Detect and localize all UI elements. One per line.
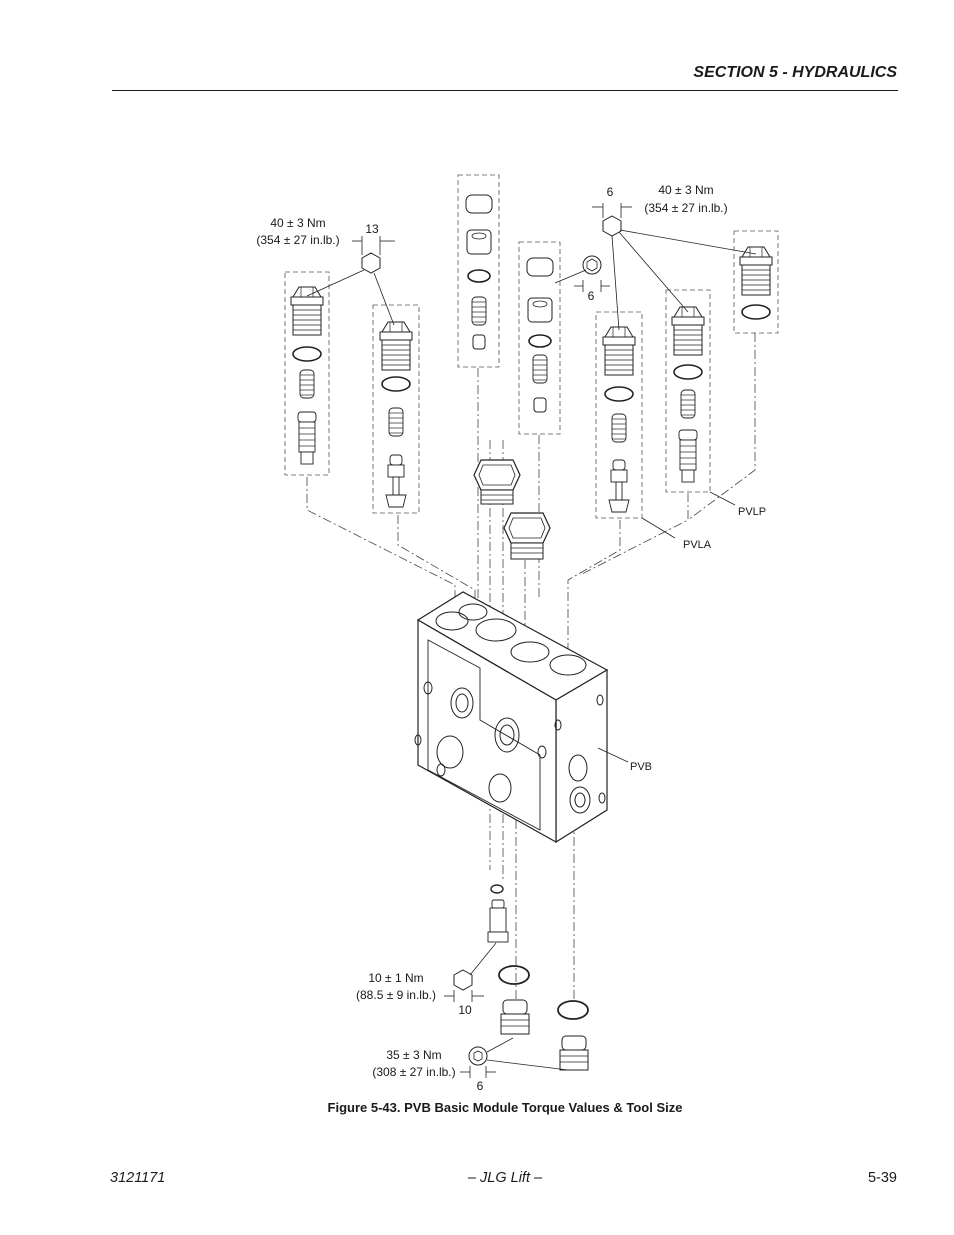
label-pvlp: PVLP [738, 506, 766, 518]
doc-number: 3121171 [110, 1170, 166, 1186]
right-torque-inlb: (354 ± 27 in.lb.) [644, 201, 727, 215]
left-torque-nm: 40 ± 3 Nm [270, 216, 325, 230]
section-title: SECTION 5 - HYDRAULICS [693, 64, 897, 81]
figure-caption: Figure 5-43. PVB Basic Module Torque Val… [327, 1100, 683, 1115]
bottom-torque1-inlb: (88.5 ± 9 in.lb.) [356, 988, 436, 1002]
bottom-torque1-nm: 10 ± 1 Nm [368, 971, 423, 985]
page-number: 5-39 [867, 1170, 897, 1186]
bottom-torque2-inlb: (308 ± 27 in.lb.) [372, 1065, 455, 1079]
right-tool-size: 6 [607, 185, 614, 199]
bottom-tool1-size: 10 [458, 1003, 472, 1017]
label-pvb: PVB [630, 761, 652, 773]
bottom-torque2-nm: 35 ± 3 Nm [386, 1048, 441, 1062]
label-pvla: PVLA [683, 539, 712, 551]
left-torque-inlb: (354 ± 27 in.lb.) [256, 233, 339, 247]
header-rule [112, 90, 898, 91]
mid-tool-size: 6 [588, 289, 595, 303]
right-torque-nm: 40 ± 3 Nm [658, 183, 713, 197]
publisher: – JLG Lift – [467, 1170, 543, 1186]
bottom-tool2-size: 6 [477, 1079, 484, 1093]
left-tool-size: 13 [365, 222, 379, 236]
